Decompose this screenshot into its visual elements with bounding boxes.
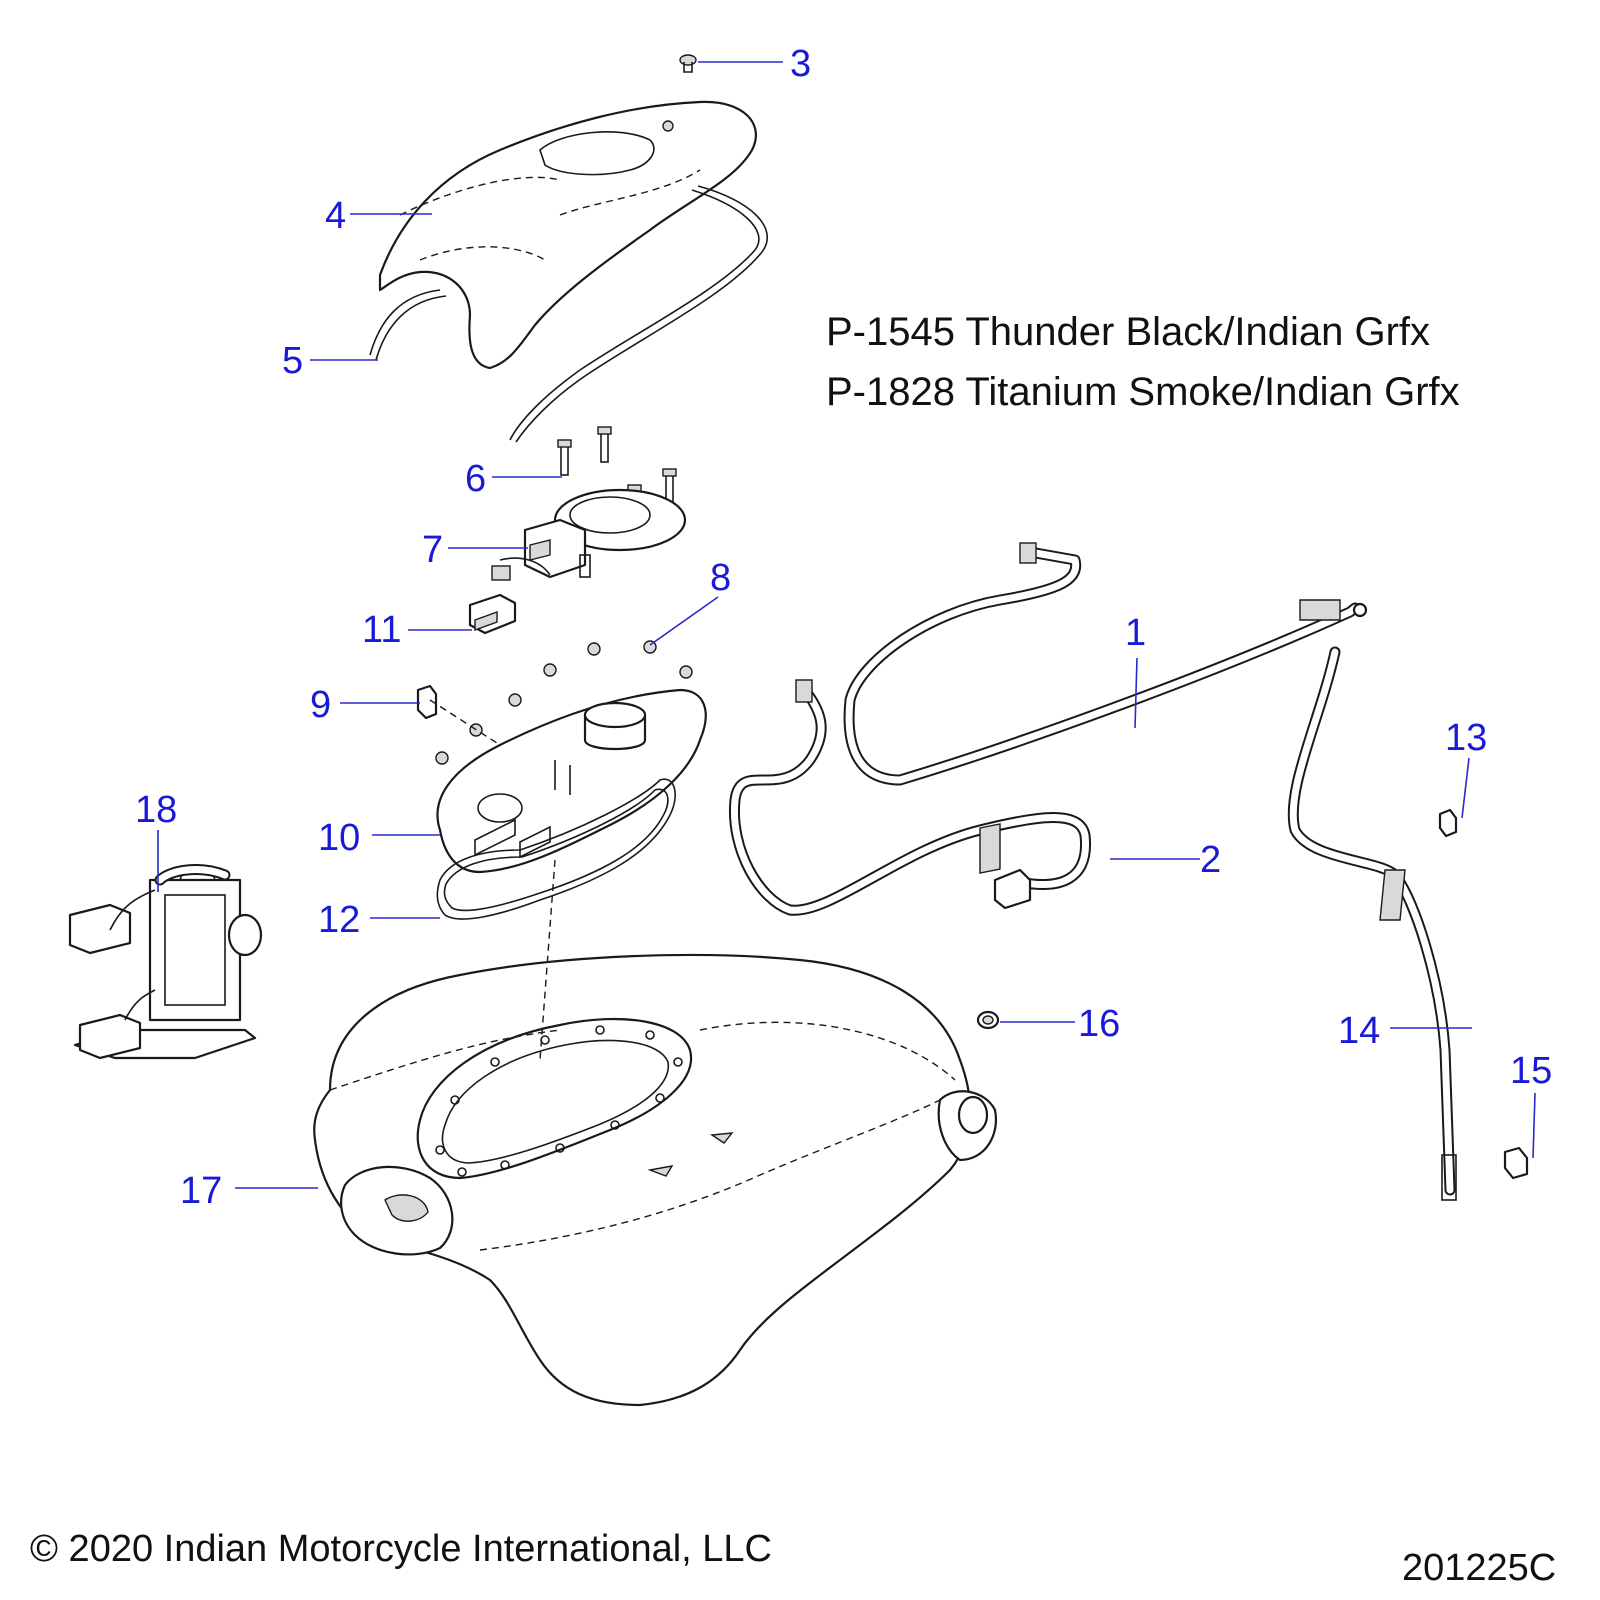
leader-lines [157, 61, 1536, 1189]
fuel-tank-part [313, 953, 998, 1407]
callout-5: 5 [282, 340, 303, 382]
variant-note-1: P-1545 Thunder Black/Indian Grfx [826, 310, 1431, 354]
gasket-part [436, 778, 676, 920]
connector-part [468, 593, 517, 635]
variant-note-2: P-1828 Titanium Smoke/Indian Grfx [826, 370, 1460, 414]
callout-18: 18 [135, 789, 177, 831]
callout-16: 16 [1078, 1003, 1120, 1045]
callout-1: 1 [1125, 612, 1146, 654]
hose-clip-15-part [1503, 1146, 1529, 1180]
fuel-pump-module-part [68, 864, 263, 1060]
callout-3: 3 [790, 43, 811, 85]
callout-10: 10 [318, 817, 360, 859]
callout-8: 8 [710, 557, 731, 599]
callout-13: 13 [1445, 717, 1487, 759]
callout-2: 2 [1200, 839, 1221, 881]
mounting-plate-part [429, 688, 707, 1061]
filler-neck-assembly-part [491, 488, 687, 581]
clip-part [416, 684, 438, 720]
callout-7: 7 [422, 529, 443, 571]
callout-4: 4 [325, 195, 346, 237]
vent-hose-part [843, 542, 1368, 786]
hose-clip-13-part [1438, 808, 1458, 838]
callout-15: 15 [1510, 1050, 1552, 1092]
callout-9: 9 [310, 684, 331, 726]
tank-flange-bolt-ring [435, 1025, 683, 1177]
return-hose-part [728, 679, 1092, 916]
drain-hose-part [1287, 646, 1457, 1201]
hose-clamp-16-part [976, 1010, 1000, 1030]
cover-seal-part [369, 185, 768, 443]
callout-12: 12 [318, 899, 360, 941]
callout-6: 6 [465, 458, 486, 500]
drawing-number: 201225C [1402, 1547, 1557, 1589]
callout-17: 17 [180, 1170, 222, 1212]
callout-11: 11 [362, 609, 401, 651]
copyright-text: © 2020 Indian Motorcycle International, … [30, 1528, 772, 1570]
callout-14: 14 [1338, 1010, 1380, 1052]
callout-labels: 1 2 3 4 5 6 7 8 9 10 11 12 13 14 15 16 1… [135, 43, 1552, 1212]
console-cover-part [378, 100, 757, 370]
push-clip-part [679, 54, 697, 73]
